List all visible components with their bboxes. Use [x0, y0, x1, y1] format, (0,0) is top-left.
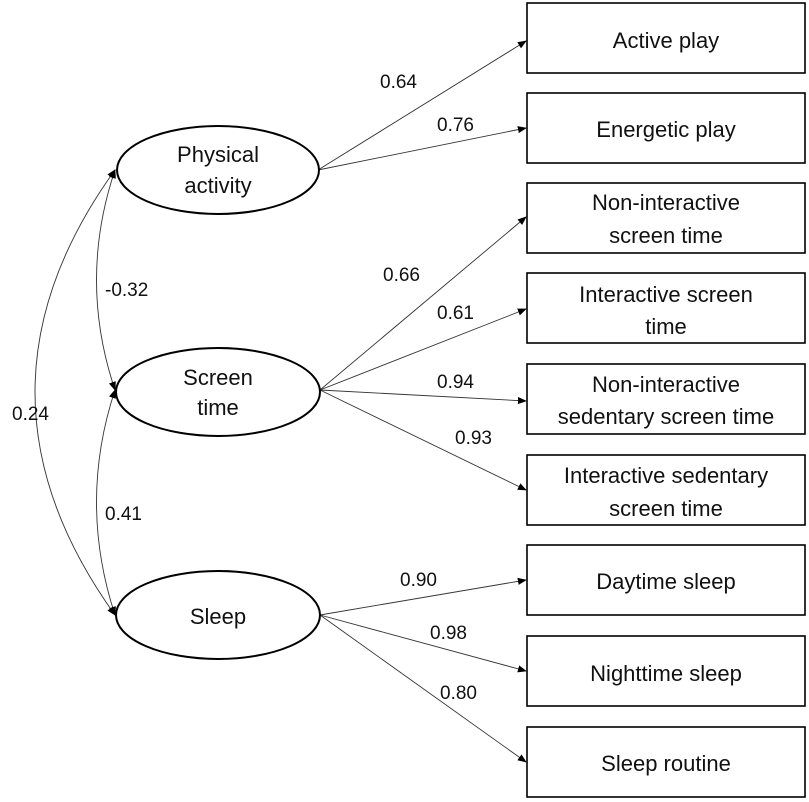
indicator-label: Sleep routine: [601, 751, 731, 776]
loading-label-sl-ds: 0.90: [400, 570, 437, 591]
latent-factors: Physical activity Screen time Sleep: [115, 125, 321, 660]
path-sl-ns: [319, 614, 527, 673]
path-pa-ep: [317, 126, 527, 171]
indicator-label: Interactive screen: [579, 282, 753, 307]
indicator-box: [526, 272, 806, 344]
loading-label-st-iss: 0.93: [455, 428, 492, 449]
correlation-labels: -0.32 0.41 0.24: [12, 280, 148, 525]
indicator-box: [526, 544, 806, 616]
indicator-label: screen time: [609, 496, 723, 521]
indicator-label: Non-interactive: [592, 372, 740, 397]
indicator-label: Energetic play: [596, 117, 735, 142]
loading-label-st-nss: 0.94: [437, 372, 474, 393]
indicator-label: Nighttime sleep: [590, 661, 742, 686]
correlation-label-physical-sleep: 0.24: [12, 404, 49, 425]
factor-screen-time: Screen time: [115, 347, 321, 437]
indicator-sleep-routine: Sleep routine: [526, 726, 806, 798]
path-st-nis: [319, 216, 527, 391]
indicators: Active play Energetic play Non-interacti…: [526, 2, 806, 798]
indicator-interactive-screen-time: Interactive screen time: [526, 272, 806, 344]
indicator-box: [526, 454, 806, 526]
loading-label-pa-ep: 0.76: [437, 115, 474, 136]
indicator-label: sedentary screen time: [558, 404, 774, 429]
indicator-box: [526, 363, 806, 435]
loading-label-sl-ns: 0.98: [430, 623, 467, 644]
loading-label-sl-sr: 0.80: [440, 683, 477, 704]
indicator-energetic-play: Energetic play: [526, 92, 806, 164]
indicator-nighttime-sleep: Nighttime sleep: [526, 635, 806, 707]
indicator-label: time: [645, 314, 687, 339]
indicator-non-interactive-screen-time: Non-interactive screen time: [526, 182, 806, 254]
indicator-box: [526, 92, 806, 164]
indicator-interactive-sedentary-screen-time: Interactive sedentary screen time: [526, 454, 806, 526]
path-st-nss: [319, 389, 527, 405]
factor-label: time: [197, 395, 239, 420]
loading-labels: 0.64 0.76 0.66 0.61 0.94 0.93 0.90 0.98 …: [380, 72, 492, 704]
indicator-daytime-sleep: Daytime sleep: [526, 544, 806, 616]
loading-label-pa-ap: 0.64: [380, 72, 417, 93]
factor-ellipse: [115, 347, 321, 437]
indicator-label: Active play: [613, 28, 719, 53]
indicator-active-play: Active play: [526, 2, 806, 74]
correlation-label-physical-screen: -0.32: [105, 280, 148, 301]
indicator-label: screen time: [609, 223, 723, 248]
indicator-label: Non-interactive: [592, 190, 740, 215]
arc-physical-sleep: [34, 169, 116, 616]
factor-label: Sleep: [190, 604, 246, 629]
path-sl-sr: [319, 614, 527, 763]
factor-sleep: Sleep: [115, 570, 321, 660]
indicator-box: [526, 635, 806, 707]
factor-ellipse: [116, 125, 320, 215]
factor-label: Screen: [183, 365, 253, 390]
factor-physical-activity: Physical activity: [116, 125, 320, 215]
arc-screen-sleep: [96, 389, 116, 616]
indicator-box: [526, 726, 806, 798]
indicator-box: [526, 2, 806, 74]
loading-label-st-is: 0.61: [437, 303, 474, 324]
indicator-label: Daytime sleep: [596, 569, 735, 594]
factor-ellipse: [115, 570, 321, 660]
correlation-label-screen-sleep: 0.41: [105, 504, 142, 525]
loading-label-st-nis: 0.66: [383, 265, 420, 286]
loading-paths: [317, 40, 527, 763]
indicator-non-interactive-sedentary-screen-time: Non-interactive sedentary screen time: [526, 363, 806, 435]
path-sl-ds: [319, 577, 527, 616]
factor-label: Physical: [177, 142, 259, 167]
covariance-arcs: [34, 169, 116, 616]
indicator-box: [526, 182, 806, 254]
factor-label: activity: [184, 173, 251, 198]
path-st-iss: [319, 389, 527, 491]
path-pa-ap: [317, 40, 527, 171]
arc-physical-screen: [96, 169, 116, 391]
path-st-is: [319, 308, 527, 391]
indicator-label: Interactive sedentary: [564, 463, 768, 488]
